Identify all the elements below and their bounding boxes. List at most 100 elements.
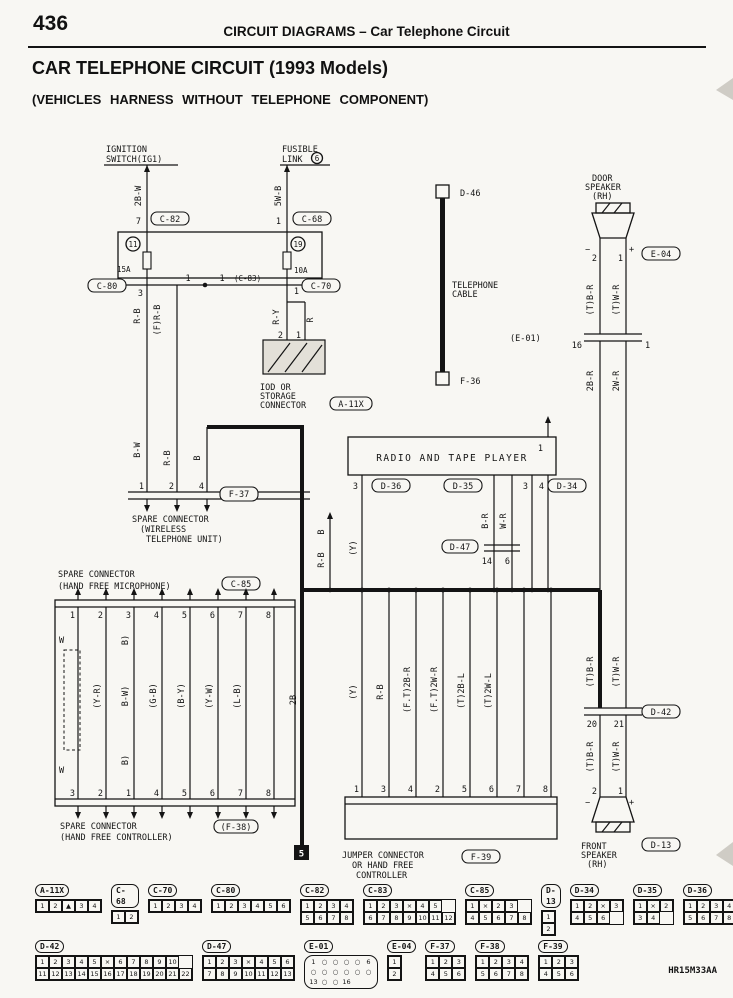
pin-cell: 2	[216, 956, 229, 968]
pin-number: 6	[505, 557, 510, 567]
mic-pin-bottom: 5	[182, 789, 187, 799]
pin-cell: 3	[238, 900, 251, 912]
pin-cell: ○	[332, 968, 339, 976]
pin-cell: 6	[565, 968, 579, 980]
pin-cell: 3	[229, 956, 242, 968]
pin-cell: 4	[75, 956, 88, 968]
pin-cell: 2	[583, 900, 597, 912]
connector-ref: (E-01)	[510, 334, 541, 344]
pin-number: 4	[199, 482, 204, 492]
pin-number: 1	[219, 274, 224, 284]
pin-number: 21	[614, 720, 624, 730]
pin-cell: 12	[442, 912, 455, 924]
pin-number: 3	[523, 482, 528, 492]
connector-label: C-85	[465, 884, 495, 897]
pin-cell: 9	[153, 956, 166, 968]
connector-ref-box	[150, 211, 190, 226]
pin-cell: ○	[321, 968, 328, 976]
connector-label: D-36	[682, 884, 712, 897]
pin-cell: 13	[281, 968, 294, 980]
page-number: 436	[33, 12, 69, 35]
connector-ref-box	[547, 478, 587, 493]
pin-cell: ○	[321, 978, 328, 986]
junction-block	[117, 231, 323, 279]
pin-cell: 6	[452, 968, 466, 980]
pin-cell: 5	[552, 968, 566, 980]
ignition-switch-label: SWITCH(IG1)	[106, 155, 162, 165]
connector-ref-box	[443, 478, 483, 493]
pin-cell: 7	[327, 912, 340, 924]
pin-cell: 1	[36, 956, 49, 968]
fusible-link-label: LINK	[282, 155, 303, 165]
pin-cell: ×	[403, 900, 416, 912]
jumper-pin: 8	[543, 785, 548, 795]
pin-cell: 1	[633, 900, 647, 912]
wire-label: (F.T)2B-R	[403, 666, 413, 713]
connector-ref-box	[87, 278, 127, 293]
connector-ref: F-39	[471, 853, 491, 863]
pin-cell: 1	[388, 956, 401, 968]
spare-wireless-label: SPARE CONNECTOR	[132, 515, 210, 525]
wire-label: (Y-R)	[93, 683, 103, 709]
pin-cell: 2	[225, 900, 238, 912]
pin-number: 1	[296, 331, 301, 341]
pin-number: 16	[572, 341, 582, 351]
pin-number: 1	[139, 482, 144, 492]
pin-cell: 3	[502, 956, 516, 968]
connector-label: D-42	[35, 940, 65, 953]
pin-number: 7	[136, 217, 141, 227]
connector-ref: D-35	[453, 482, 473, 492]
wire-label: W	[59, 636, 65, 646]
pin-cell: 6	[277, 900, 290, 912]
wire-label: B-W)	[121, 686, 131, 706]
connector-ref: C-70	[311, 282, 331, 292]
pin-cell: ×	[646, 900, 660, 912]
jumper-label: CONTROLLER	[356, 871, 408, 881]
fuse-number: 19	[293, 240, 302, 249]
pin-cell: 5	[88, 956, 101, 968]
pin-cell: 13	[62, 968, 75, 980]
pin-cell: 2	[542, 923, 555, 935]
connector-ref: C-68	[302, 215, 322, 225]
fusible-link-label: FUSIBLE	[282, 145, 318, 155]
mic-pin-bottom: 4	[154, 789, 159, 799]
connector-label: E-01	[304, 940, 334, 953]
pin-cell: 5	[264, 900, 277, 912]
pin-cell: 9	[229, 968, 242, 980]
pin-cell: 16	[101, 968, 114, 980]
pin-cell: 7	[127, 956, 140, 968]
pin-cell: 2	[492, 900, 505, 912]
pin-cell: 12	[268, 968, 281, 980]
iod-label: CONNECTOR	[260, 401, 307, 411]
wire-label: R-B	[376, 684, 386, 699]
door-speaker-label: SPEAKER	[585, 183, 622, 193]
pin-cell: 5	[268, 956, 281, 968]
wire-label: (T)2W-L	[484, 673, 494, 709]
connector-ref: (F-38)	[221, 823, 252, 833]
shield-dashed-box	[63, 649, 81, 751]
ground-point	[294, 845, 309, 860]
pin-number: 1	[276, 217, 281, 227]
pin-number: 2	[592, 254, 597, 264]
door-speaker-label: (RH)	[592, 192, 612, 202]
fusible-link-number-circle	[310, 151, 324, 165]
fuse-symbol	[282, 251, 292, 270]
pin-cell: 8	[390, 912, 403, 924]
ignition-switch-label: IGNITION	[106, 145, 147, 155]
wire-label: 2W-R	[612, 370, 622, 391]
pin-cell: 2	[49, 900, 62, 912]
pin-cell: 8	[340, 912, 353, 924]
pin-cell: 2	[162, 900, 175, 912]
pin-cell: 18	[127, 968, 140, 980]
wire-label: 2B-W	[134, 185, 144, 206]
